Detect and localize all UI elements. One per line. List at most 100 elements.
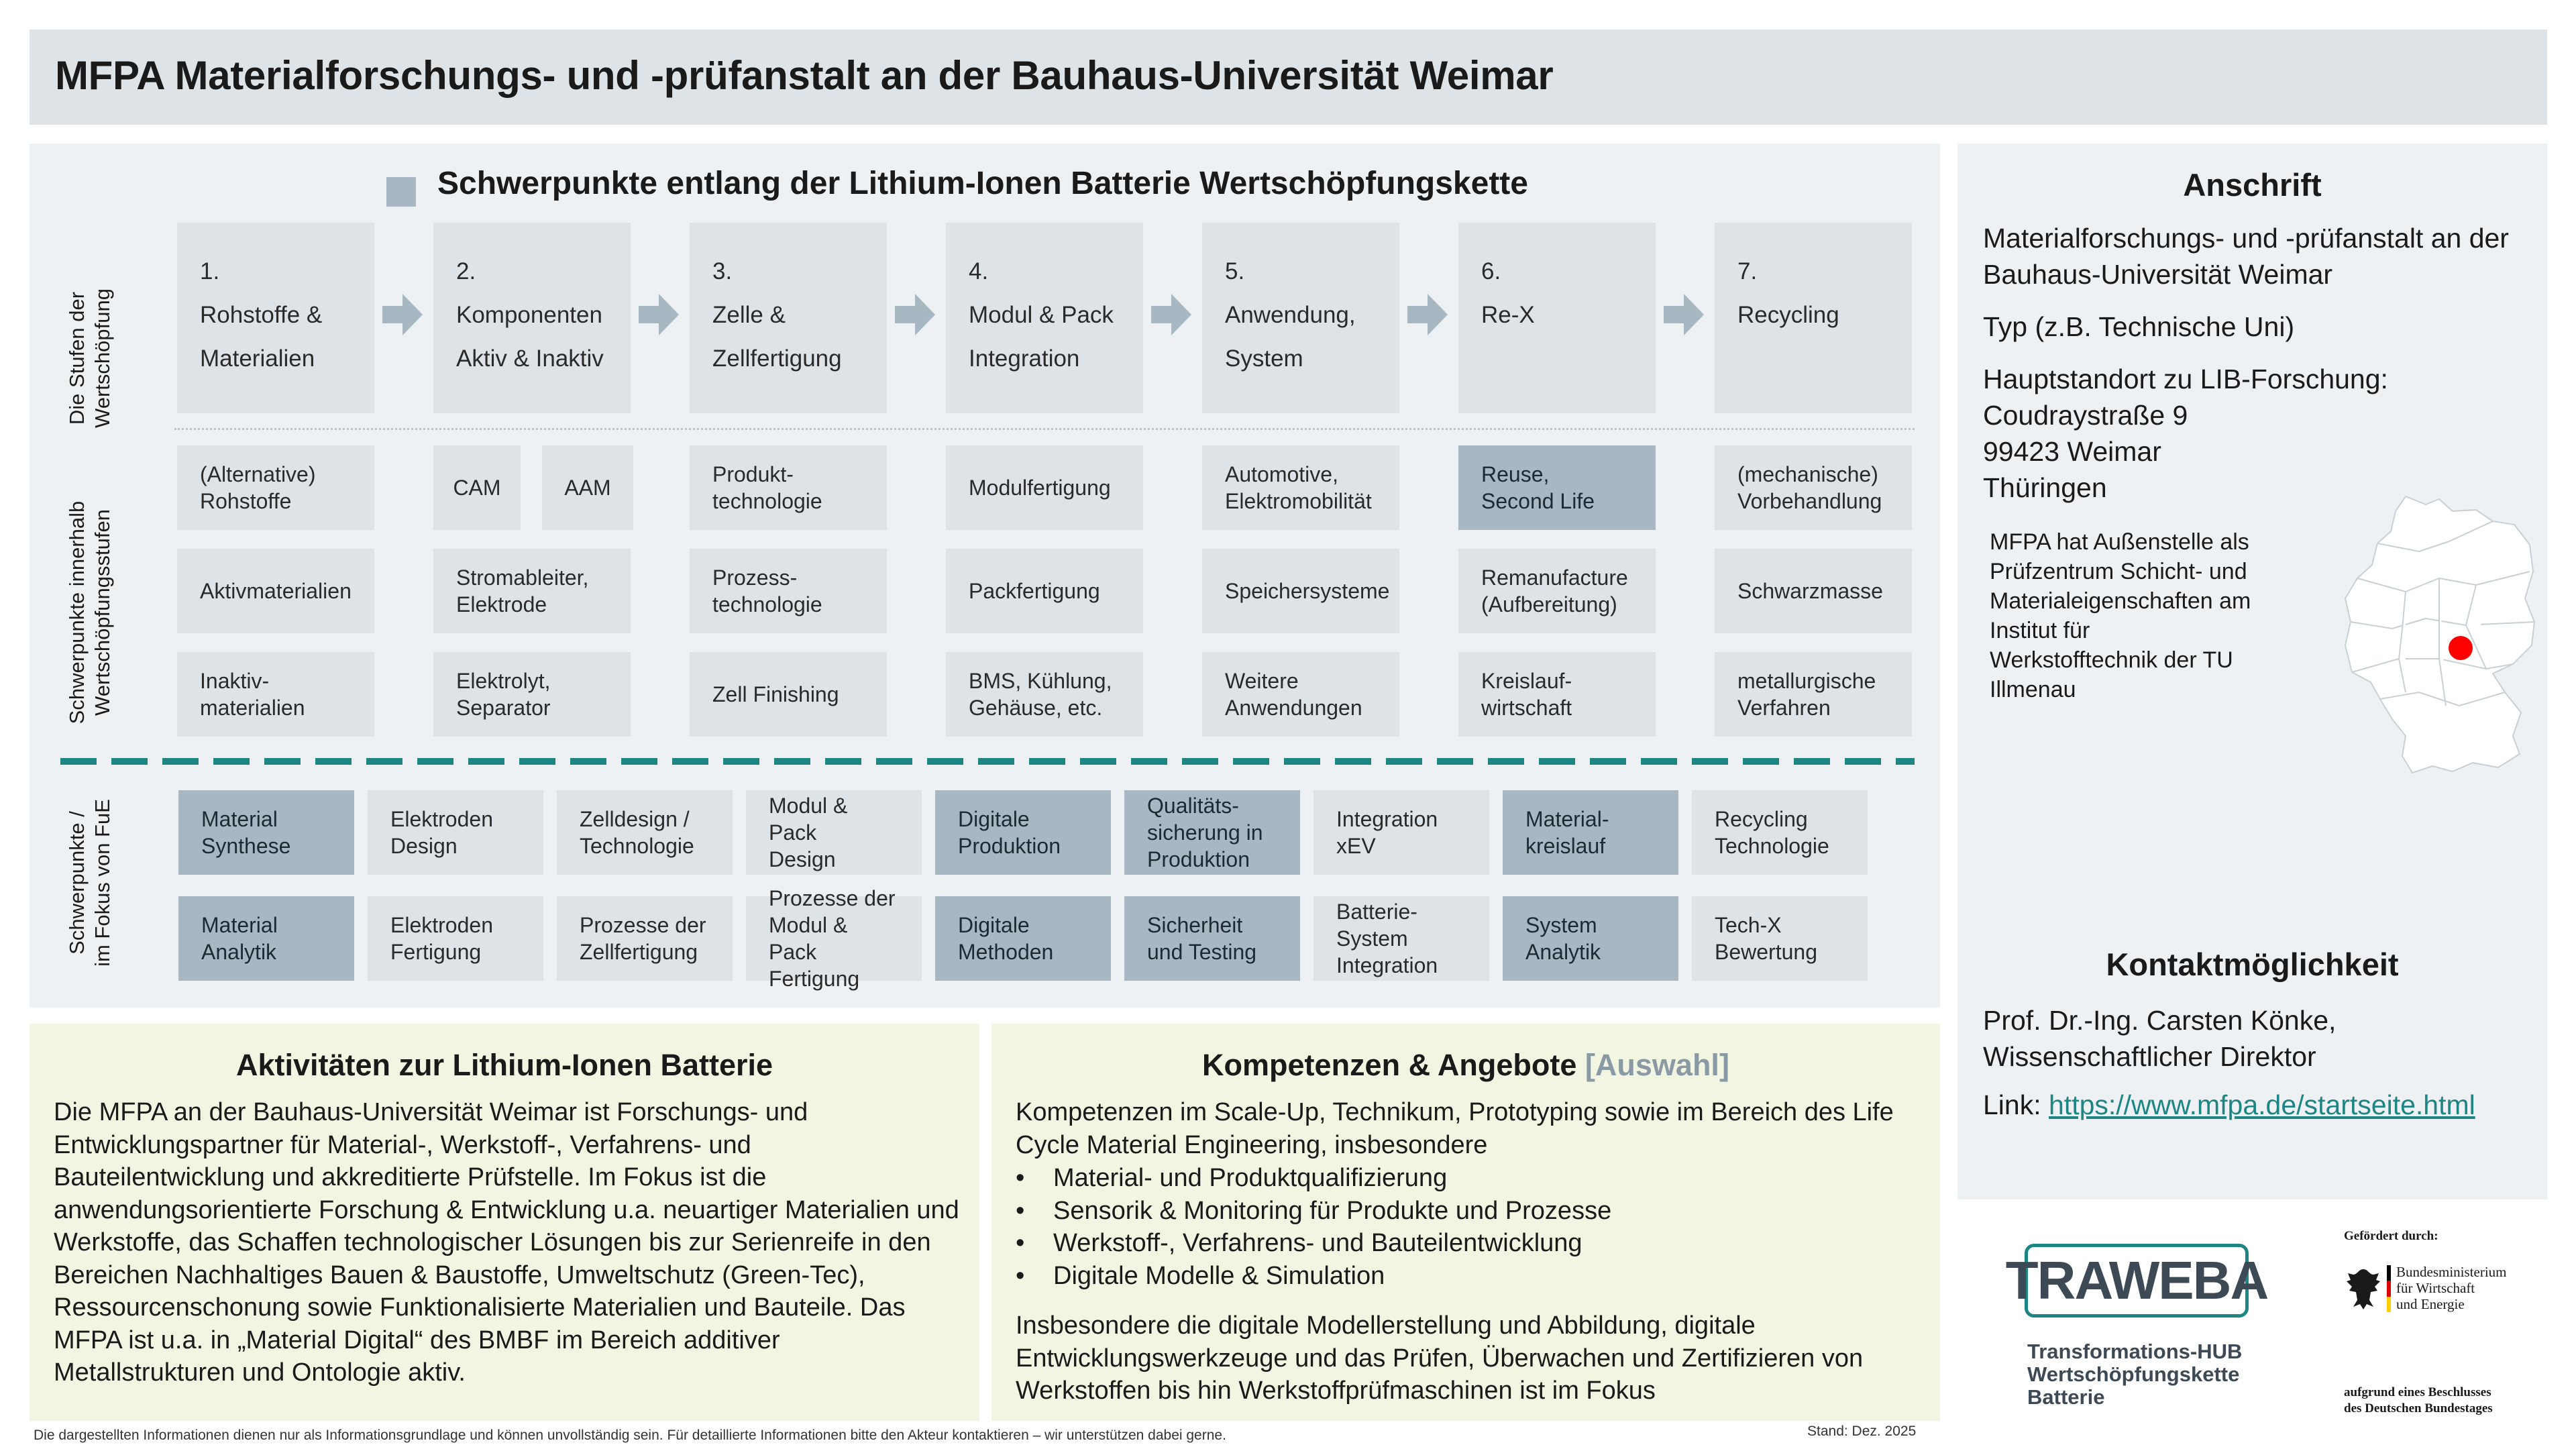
competences-heading: Kompetenzen & Angebote (1202, 1048, 1577, 1082)
bullet-icon: • (1016, 1164, 1025, 1192)
rnd-focus-item: Prozesse der Zellfertigung (557, 896, 733, 981)
dashed-divider (60, 758, 1915, 765)
contact-link-label: Link: (1983, 1089, 2049, 1120)
focus-item: AAM (542, 445, 633, 530)
stage-box: 6.Re-X (1458, 223, 1656, 413)
traweba-logo: TRAWEBA (2005, 1244, 2269, 1318)
focus-item: Schwarzmasse (1715, 549, 1912, 633)
section-title: Schwerpunkte entlang der Lithium-Ionen B… (437, 166, 1528, 201)
rnd-focus-item: Integration xEV (1313, 790, 1489, 875)
rnd-focus-item: Prozesse der Modul & Pack Fertigung (746, 886, 922, 991)
rnd-focus-item: Material- kreislauf (1503, 790, 1678, 875)
activities-panel: Aktivitäten zur Lithium-Ionen Batterie D… (30, 1024, 979, 1421)
stage-label: Zelle & Zellfertigung (712, 302, 842, 372)
competences-heading-wrap: Kompetenzen & Angebote [Auswahl] (991, 1048, 1940, 1083)
address-org: Materialforschungs- und -prüfanstalt an … (1983, 223, 2509, 290)
chevron-right-icon (1151, 294, 1191, 335)
rnd-focus-item: Material Analytik (178, 896, 354, 981)
focus-item: Aktivmaterialien (177, 549, 374, 633)
address-state: Thüringen (1983, 472, 2107, 503)
competences-outro: Insbesondere die digitale Modellerstellu… (1016, 1311, 1864, 1405)
rnd-focus-item: Tech-X Bewertung (1692, 896, 1868, 981)
stage-label: Modul & Pack Integration (969, 302, 1114, 372)
stage-number: 1. (200, 258, 220, 284)
stage-box: 1. Rohstoffe & Materialien (177, 223, 374, 413)
stage-box: 4.Modul & Pack Integration (946, 223, 1143, 413)
focus-item: BMS, Kühlung, Gehäuse, etc. (946, 652, 1143, 737)
rnd-focus-item: Elektroden Design (368, 790, 543, 875)
contact-heading: Kontaktmöglichkeit (2106, 947, 2399, 982)
chevron-right-icon (895, 294, 935, 335)
address-note: MFPA hat Außenstelle als Prüfzentrum Sch… (1990, 529, 2251, 702)
bullet-icon: • (1016, 1261, 1025, 1290)
activities-text: Die MFPA an der Bauhaus-Universität Weim… (54, 1098, 959, 1387)
chevron-right-icon (639, 294, 679, 335)
stage-label: Anwendung, System (1225, 302, 1356, 372)
focus-item: Produkt- technologie (690, 445, 887, 530)
contact-role: Wissenschaftlicher Direktor (1983, 1041, 2316, 1072)
competence-bullet: • Werkstoff-, Verfahrens- und Bauteilentw… (1016, 1227, 1921, 1260)
rnd-focus-item: System Analytik (1503, 896, 1678, 981)
stage-number: 3. (712, 258, 733, 284)
traweba-logo-text: TRAWEBA (2005, 1250, 2269, 1310)
stage-box: 5.Anwendung, System (1202, 223, 1399, 413)
focus-item: Zell Finishing (690, 652, 887, 737)
dotted-divider (174, 428, 1915, 430)
focus-item: Kreislauf- wirtschaft (1458, 652, 1656, 737)
competences-bullet-list: •Material- und Produktqualifizierung•Sen… (1016, 1162, 1921, 1292)
focus-item: Reuse, Second Life (1458, 445, 1656, 530)
rnd-focus-item: Recycling Technologie (1692, 790, 1868, 875)
rnd-focus-item: Material Synthese (178, 790, 354, 875)
focus-item: (mechanische) Vorbehandlung (1715, 445, 1912, 530)
focus-item: Weitere Anwendungen (1202, 652, 1399, 737)
bullet-icon: • (1016, 1229, 1025, 1257)
row-label-rnd-focus: Schwerpunkte / im Fokus von FuE (65, 799, 114, 967)
row-label-focus-within: Schwerpunkte innerhalb Wertschöpfungsstu… (65, 500, 114, 724)
bullet-text: Sensorik & Monitoring für Produkte und P… (1053, 1196, 1612, 1225)
bullet-icon: • (1016, 1196, 1025, 1225)
focus-item: Prozess- technologie (690, 549, 887, 633)
stage-number: 2. (456, 258, 476, 284)
contact-person: Prof. Dr.-Ing. Carsten Könke, (1983, 1005, 2337, 1036)
rnd-focus-item: Digitale Methoden (935, 896, 1111, 981)
stage-box: 3. Zelle & Zellfertigung (690, 223, 887, 413)
rnd-focus-item: Batterie- System Integration (1313, 896, 1489, 981)
stage-label: Rohstoffe & Materialien (200, 302, 323, 372)
address-location-label: Hauptstandort zu LIB-Forschung: (1983, 364, 2388, 394)
stage-number: 7. (1737, 258, 1758, 284)
address-type: Typ (z.B. Technische Uni) (1983, 311, 2295, 342)
rnd-focus-item: Modul & Pack Design (746, 790, 922, 875)
focus-item: Elektrolyt, Separator (433, 652, 631, 737)
competences-panel: Kompetenzen & Angebote [Auswahl] Kompete… (991, 1024, 1940, 1421)
focus-item: metallurgische Verfahren (1715, 652, 1912, 737)
competences-heading-suffix: [Auswahl] (1585, 1048, 1729, 1082)
address-heading: Anschrift (2183, 167, 2322, 203)
competence-bullet: • Digitale Modelle & Simulation (1016, 1260, 1921, 1293)
focus-item: CAM (433, 445, 521, 530)
focus-item: Remanufacture (Aufbereitung) (1458, 549, 1656, 633)
traweba-subtitle: Transformations-HUB Wertschöpfungskette … (2027, 1340, 2243, 1409)
rnd-focus-item: Elektroden Fertigung (368, 896, 543, 981)
stage-label: Recycling (1737, 302, 1839, 328)
bullet-text: Werkstoff-, Verfahrens- und Bauteilentwi… (1053, 1229, 1582, 1257)
chevron-right-icon (1407, 294, 1448, 335)
competences-intro: Kompetenzen im Scale-Up, Technikum, Prot… (1016, 1098, 1894, 1159)
title-bar: MFPA Materialforschungs- und -prüfanstal… (30, 30, 2547, 125)
website-link[interactable]: https://www.mfpa.de/startseite.html (2049, 1089, 2475, 1120)
stage-label: Komponenten Aktiv & Inaktiv (456, 302, 604, 372)
focus-item: Modulfertigung (946, 445, 1143, 530)
chevron-right-icon (382, 294, 423, 335)
rnd-focus-item: Qualitäts- sicherung in Produktion (1124, 790, 1300, 875)
address-city: 99423 Weimar (1983, 436, 2161, 467)
focus-item: Packfertigung (946, 549, 1143, 633)
germany-map-icon (2345, 496, 2535, 773)
chevron-right-icon (1664, 294, 1704, 335)
weimar-location-dot (2449, 636, 2473, 660)
bullet-text: Digitale Modelle & Simulation (1053, 1261, 1385, 1290)
date-stamp: Stand: Dez. 2025 (1807, 1424, 1917, 1439)
competence-bullet: •Material- und Produktqualifizierung (1016, 1162, 1921, 1195)
focus-item: Stromableiter, Elektrode (433, 549, 631, 633)
stage-number: 6. (1481, 258, 1501, 284)
bundestag-resolution: aufgrund eines Beschlusses des Deutschen… (2344, 1385, 2493, 1415)
focus-item: Speichersysteme (1202, 549, 1399, 633)
